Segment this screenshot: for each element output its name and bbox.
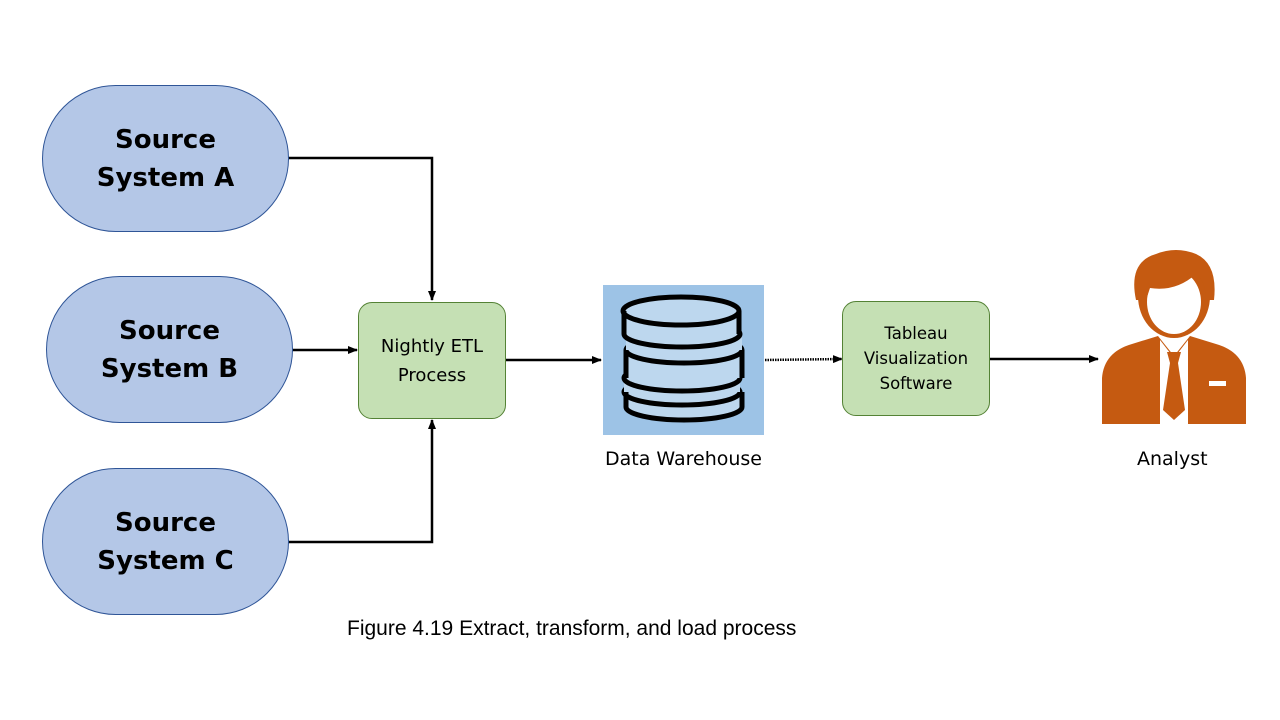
arrow-source-c-to-etl	[288, 419, 436, 544]
source-system-b-line1: Source	[119, 315, 220, 346]
source-system-b-line2: System B	[100, 353, 239, 384]
source-system-a: Source System A	[42, 85, 289, 232]
source-system-a-line2: System A	[96, 162, 235, 193]
analyst-label: Analyst	[1137, 448, 1208, 470]
tableau-visualization-software: Tableau Visualization Software	[842, 301, 990, 416]
nightly-etl-process: Nightly ETL Process	[358, 302, 506, 419]
tableau-line2: Visualization	[863, 349, 969, 368]
tableau-line3: Software	[879, 374, 953, 393]
tableau-line1: Tableau	[884, 324, 948, 343]
source-system-b: Source System B	[46, 276, 293, 423]
source-system-a-line1: Source	[115, 124, 216, 155]
analyst-person-icon	[1102, 250, 1246, 424]
source-system-c-line1: Source	[115, 507, 216, 538]
arrow-warehouse-to-tableau	[764, 355, 843, 364]
etl-line1: Nightly ETL	[380, 335, 484, 357]
connectors	[288, 156, 1099, 544]
source-system-c-line2: System C	[97, 545, 234, 576]
database-icon	[603, 285, 764, 435]
arrow-source-a-to-etl	[288, 156, 436, 301]
figure-caption: Figure 4.19 Extract, transform, and load…	[347, 617, 797, 640]
etl-line2: Process	[397, 364, 467, 386]
data-warehouse-label: Data Warehouse	[605, 448, 763, 470]
source-system-c: Source System C	[42, 468, 289, 615]
